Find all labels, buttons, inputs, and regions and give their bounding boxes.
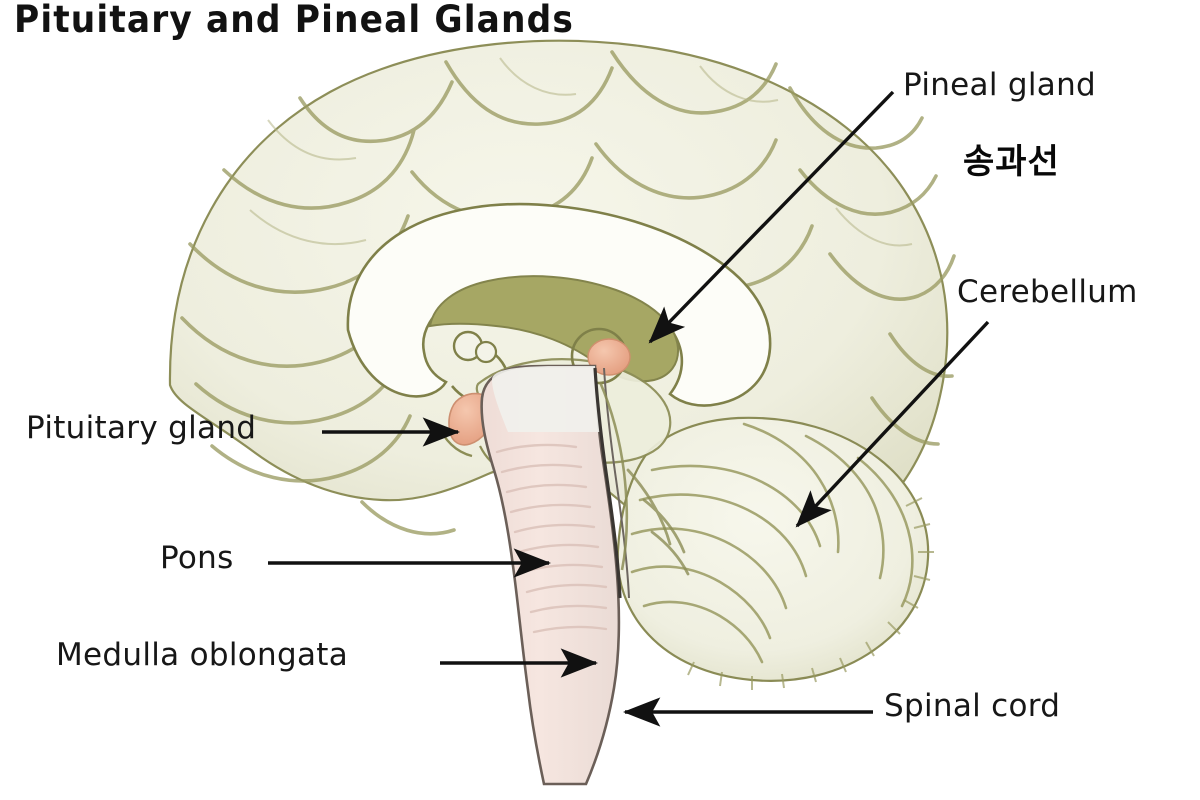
annotation-arrows xyxy=(268,90,990,727)
label-spinal-cord: Spinal cord xyxy=(884,688,1061,724)
label-pons: Pons xyxy=(160,540,234,576)
arrow-cerebellum xyxy=(795,320,990,528)
label-pituitary-gland: Pituitary gland xyxy=(26,410,257,446)
label-pineal-gland-korean: 송과선 xyxy=(963,142,1060,182)
pineal-gland xyxy=(570,327,631,385)
label-medulla-oblongata: Medulla oblongata xyxy=(56,637,349,673)
cerebellum xyxy=(616,416,934,690)
arrow-pineal xyxy=(648,90,895,344)
label-cerebellum: Cerebellum xyxy=(957,274,1138,310)
page-title: Pituitary and Pineal Glands xyxy=(14,0,574,41)
label-pineal-gland: Pineal gland xyxy=(903,67,1097,103)
